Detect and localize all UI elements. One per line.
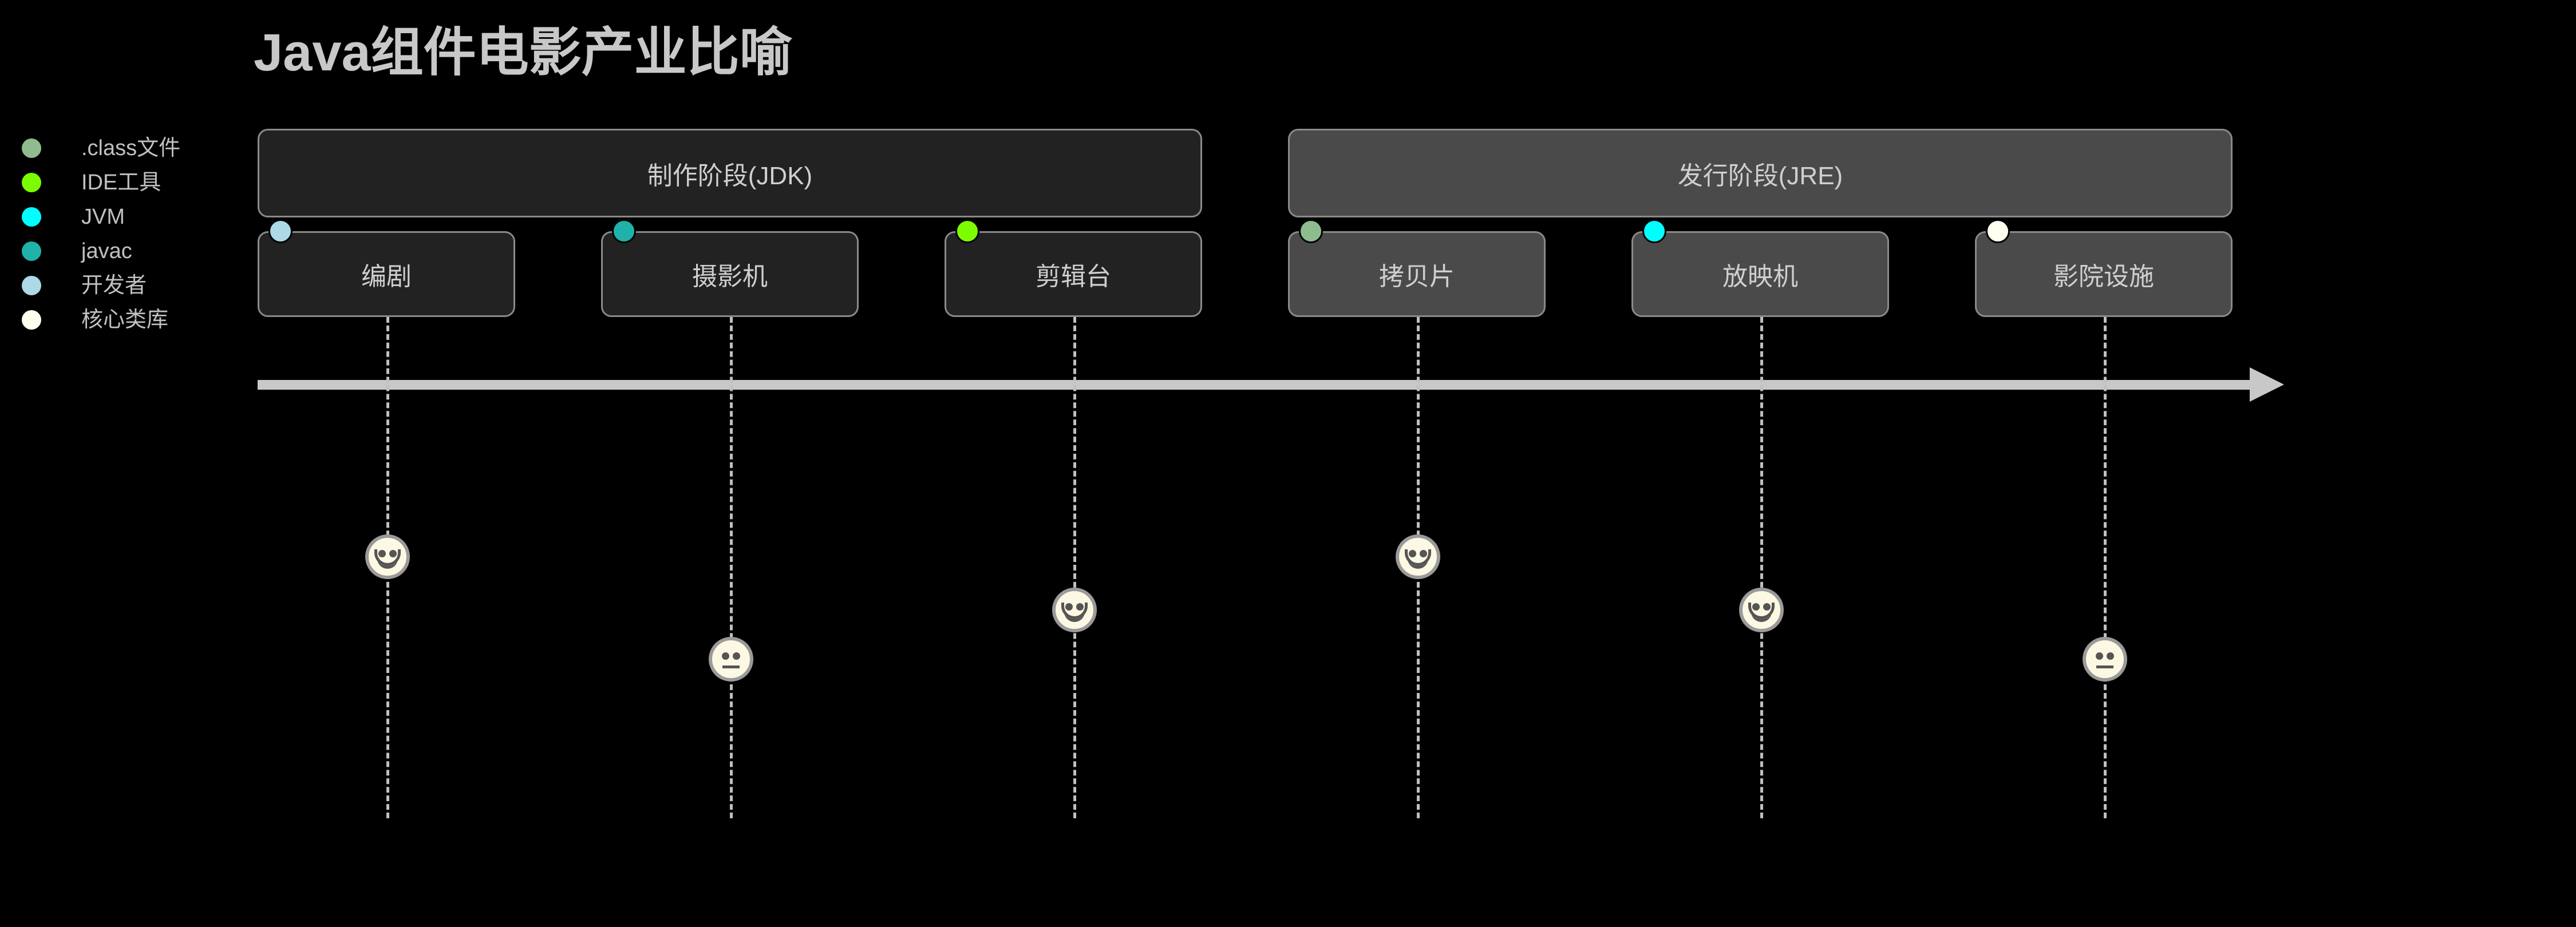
face-eye-right-icon	[2107, 652, 2114, 660]
legend-item: .class文件	[22, 130, 211, 165]
legend-dot-class-file	[22, 138, 41, 158]
milestone-category-dot	[1642, 219, 1666, 243]
milestone-card-label: 放映机	[1722, 263, 1798, 291]
milestone-connector-line	[1760, 317, 1763, 818]
neutral-face-icon	[2083, 637, 2127, 682]
milestone-connector-line	[1073, 317, 1076, 818]
legend-dot-developer	[22, 276, 41, 295]
legend-item-label: 核心类库	[81, 308, 169, 332]
face-mouth-smile-icon	[1748, 603, 1775, 622]
smiley-face-icon	[1396, 534, 1440, 579]
face-eye-right-icon	[733, 652, 740, 660]
milestone-card[interactable]: 拷贝片	[1288, 231, 1546, 317]
legend-dot-ide-tool	[22, 173, 41, 192]
milestone-connector-line	[2104, 317, 2107, 818]
milestone-card[interactable]: 放映机	[1631, 231, 1889, 317]
milestone-card-label: 剪辑台	[1036, 263, 1111, 291]
milestone-category-dot	[955, 219, 979, 243]
milestone-card[interactable]: 编剧	[258, 231, 515, 317]
legend-item: 开发者	[22, 268, 211, 302]
milestone-card-label: 编剧	[361, 263, 412, 291]
legend-item-label: javac	[81, 239, 132, 263]
milestone-card[interactable]: 影院设施	[1975, 231, 2233, 317]
milestone-category-dot	[268, 219, 293, 243]
milestone-card-label: 影院设施	[2053, 263, 2154, 291]
legend-item: IDE工具	[22, 165, 211, 199]
phase-band[interactable]: 制作阶段(JDK)	[258, 129, 1202, 217]
face-mouth-neutral-icon	[722, 665, 740, 668]
legend-dot-javac	[22, 241, 41, 261]
smiley-face-icon	[365, 534, 410, 579]
legend-item-label: IDE工具	[81, 171, 161, 195]
face-eye-left-icon	[722, 652, 729, 660]
timeline-axis-line	[258, 380, 2255, 390]
milestone-category-dot	[1299, 219, 1323, 243]
milestone-category-dot	[1986, 219, 2010, 243]
legend-item: JVM	[22, 199, 211, 233]
legend-item: javac	[22, 233, 211, 268]
face-mouth-smile-icon	[374, 549, 401, 569]
smiley-face-icon	[1739, 588, 1784, 632]
milestone-card-label: 拷贝片	[1379, 263, 1455, 291]
phase-band-label: 发行阶段(JRE)	[1677, 161, 1843, 190]
face-mouth-neutral-icon	[2096, 665, 2113, 668]
legend-dot-jvm	[22, 207, 41, 227]
legend-item-label: 开发者	[81, 274, 147, 298]
phase-band[interactable]: 发行阶段(JRE)	[1288, 129, 2233, 217]
legend-item: 核心类库	[22, 302, 211, 336]
legend: .class文件 IDE工具 JVM javac 开发者核心类库	[22, 130, 211, 336]
face-mouth-smile-icon	[1405, 549, 1431, 569]
milestone-category-dot	[612, 219, 636, 243]
milestone-card[interactable]: 剪辑台	[945, 231, 1202, 317]
legend-item-label: JVM	[81, 205, 125, 229]
page-title: Java组件电影产业比喻	[254, 23, 792, 82]
phase-band-label: 制作阶段(JDK)	[647, 161, 813, 190]
milestone-connector-line	[730, 317, 733, 818]
milestone-card[interactable]: 摄影机	[601, 231, 859, 317]
legend-dot-core-library	[22, 310, 41, 330]
smiley-face-icon	[1052, 588, 1097, 632]
face-mouth-smile-icon	[1061, 603, 1088, 622]
legend-item-label: .class文件	[81, 136, 181, 160]
milestone-card-label: 摄影机	[692, 263, 768, 291]
neutral-face-icon	[709, 637, 753, 682]
timeline-arrow-icon	[2250, 367, 2284, 402]
face-eye-left-icon	[2096, 652, 2103, 660]
